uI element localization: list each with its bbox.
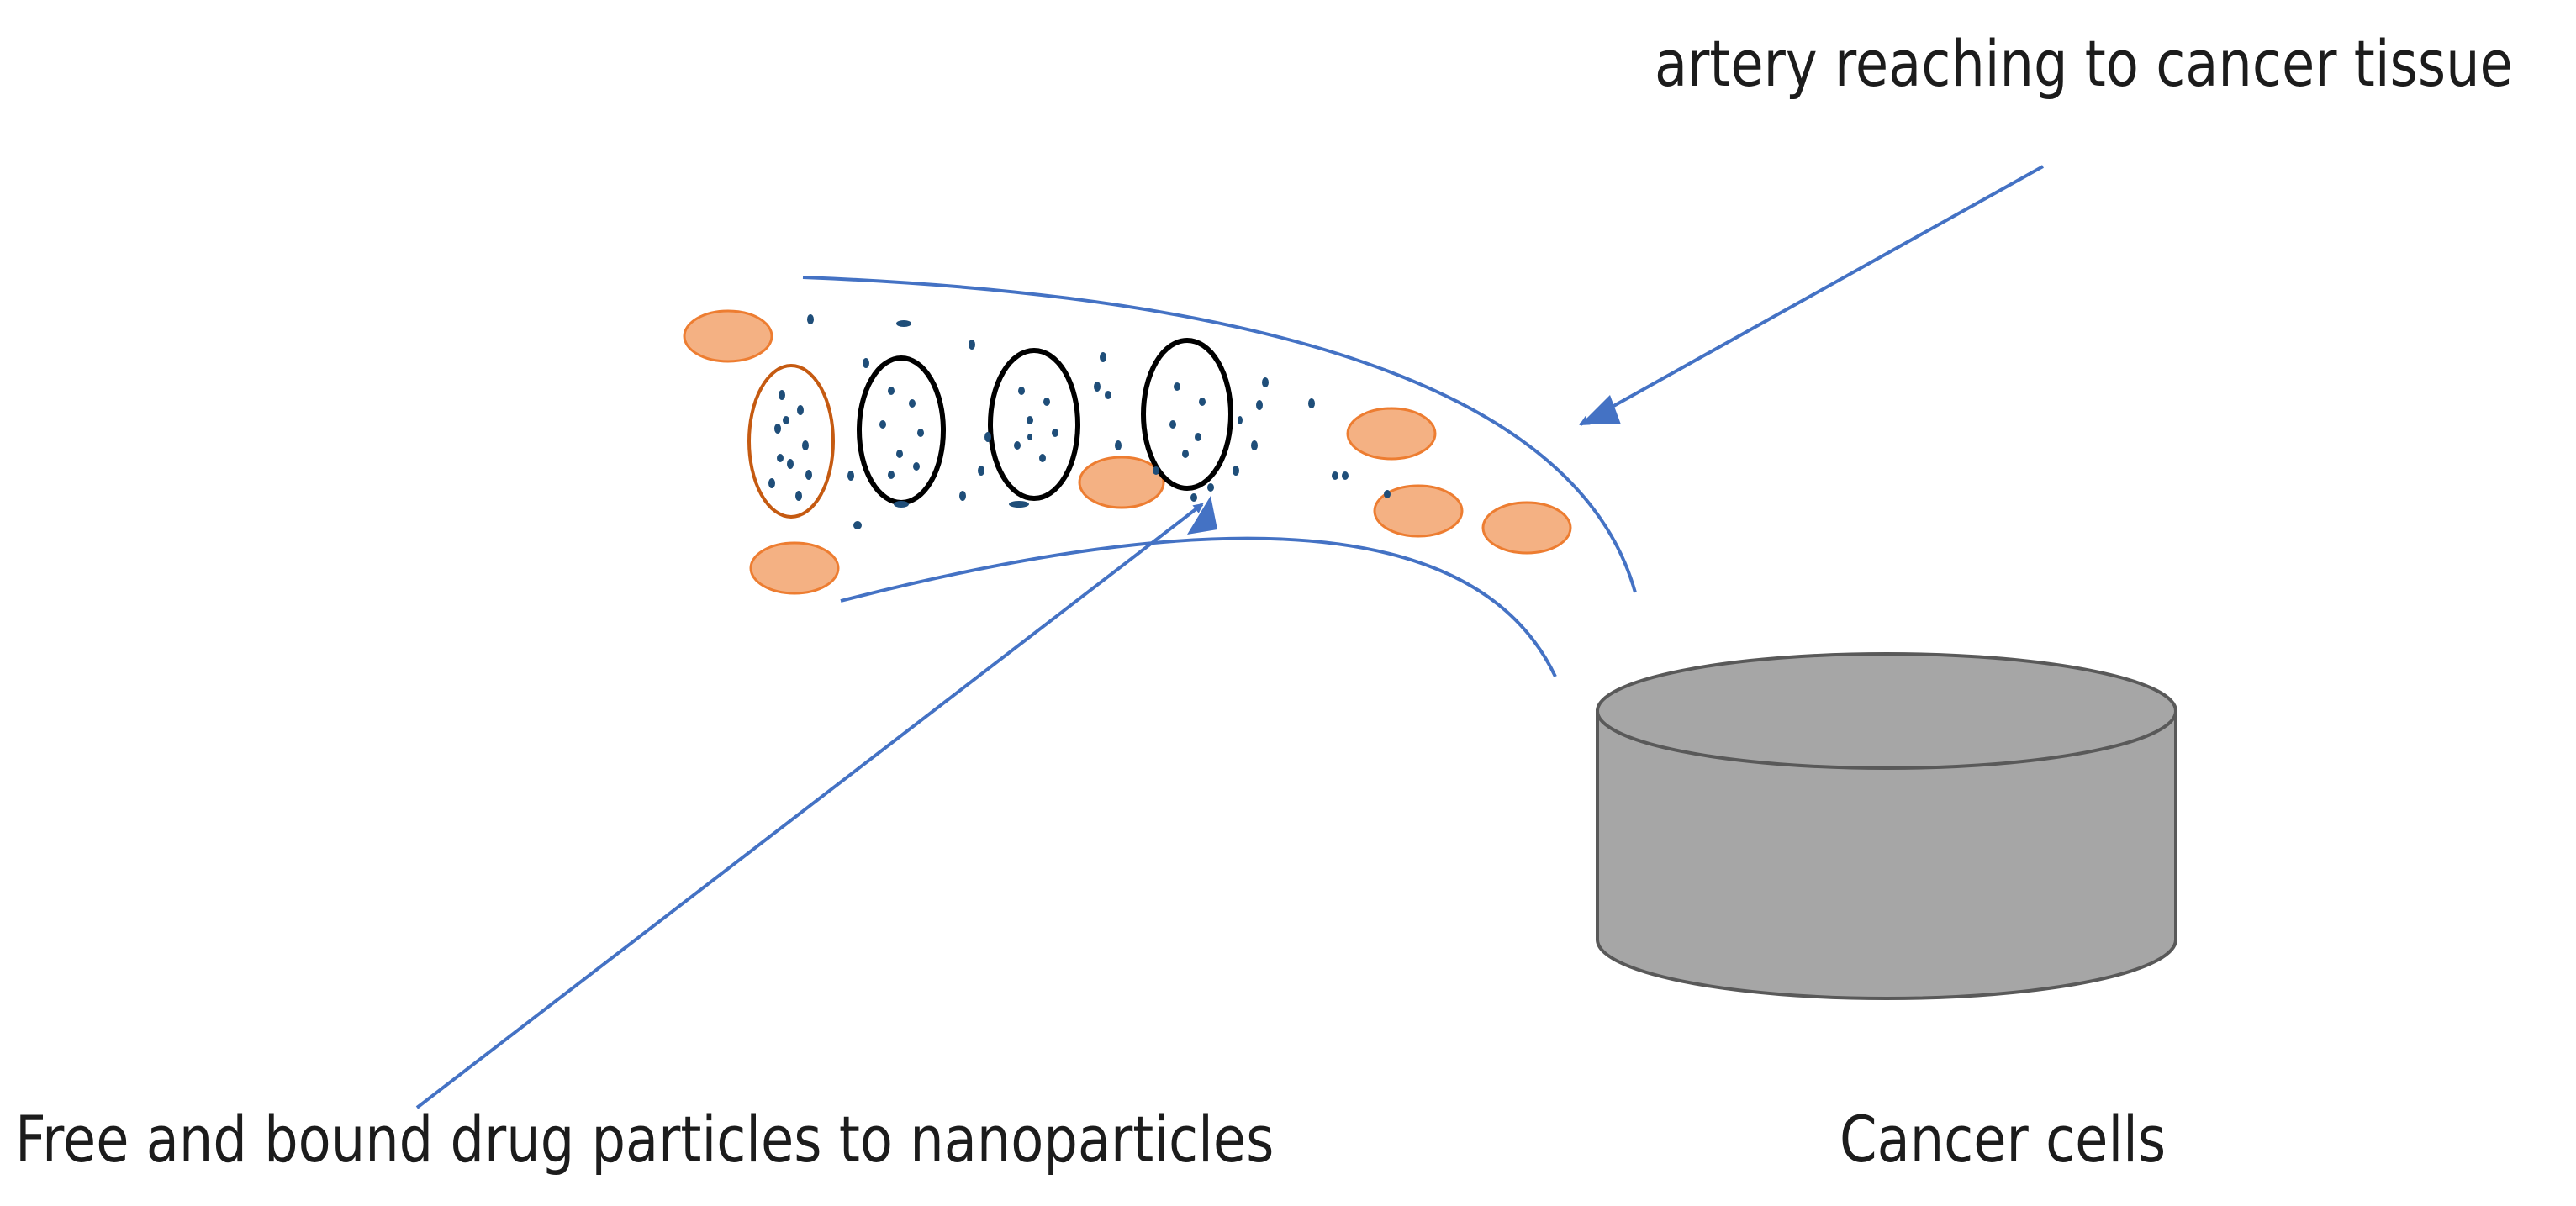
drug-particle <box>917 429 924 437</box>
artery-lower-wall <box>840 536 1557 677</box>
arrows <box>415 165 2044 1109</box>
drug-particle <box>1384 490 1391 498</box>
arrow-to-nanoparticle <box>415 503 1204 1109</box>
drug-particle <box>1100 352 1106 362</box>
drug-particle <box>978 466 984 476</box>
drug-particle <box>1262 377 1269 387</box>
red-blood-cell <box>749 541 840 595</box>
drug-particle <box>888 387 895 395</box>
drug-particle <box>894 501 909 508</box>
drug-particle <box>1009 501 1029 508</box>
drug-particle <box>807 314 814 324</box>
red-blood-cell <box>1373 484 1464 538</box>
drug-particle <box>909 399 916 408</box>
nanoparticle <box>988 348 1080 501</box>
drug-particle <box>1094 382 1101 392</box>
drug-particle <box>1207 483 1214 492</box>
drug-particle <box>795 491 802 501</box>
arrowhead-artery <box>1581 395 1621 424</box>
drug-particle <box>783 416 789 424</box>
red-blood-cell <box>1078 456 1165 509</box>
drug-particle <box>774 424 781 434</box>
artery-label: artery reaching to cancer tissue <box>1655 26 2513 101</box>
artery-upper-wall <box>802 276 1637 593</box>
arrowhead-nanoparticle <box>1187 496 1217 535</box>
drug-particle <box>896 450 903 458</box>
drug-particle <box>1174 382 1180 391</box>
drug-particles-label: Free and bound drug particles to nanopar… <box>15 1102 1275 1177</box>
cancer-cells-cylinder <box>1596 652 2177 1000</box>
drug-particle <box>853 521 862 529</box>
drug-particle <box>1018 387 1025 395</box>
drug-particle <box>1199 398 1206 406</box>
drug-particle <box>1251 440 1258 450</box>
cylinder-top <box>1596 652 2177 770</box>
drug-particle <box>1308 398 1315 408</box>
drug-particle <box>959 491 966 501</box>
arrow-to-artery <box>1579 165 2044 426</box>
drug-particle <box>1332 471 1338 480</box>
nanoparticle-orange <box>747 364 835 519</box>
drug-particle <box>768 478 775 488</box>
drug-particle <box>1052 429 1058 437</box>
drug-particle <box>863 358 869 368</box>
artery <box>802 276 1637 677</box>
drug-particle <box>1182 450 1189 458</box>
drug-particle <box>913 462 920 471</box>
drug-particle <box>1256 400 1263 410</box>
drug-particle <box>797 405 804 415</box>
drug-particle <box>1027 416 1033 424</box>
drug-particle <box>1190 493 1197 502</box>
drug-particle <box>1115 440 1122 450</box>
drug-particle <box>1342 471 1349 480</box>
drug-particle <box>1014 441 1021 450</box>
drug-particle <box>879 420 886 429</box>
drug-particle <box>984 432 991 442</box>
drug-particle <box>1233 466 1239 476</box>
drug-particle <box>805 470 812 480</box>
drug-particle <box>802 440 809 450</box>
drug-particle <box>847 471 854 481</box>
drug-particle <box>787 459 794 469</box>
drug-particle <box>888 471 895 479</box>
red-blood-cell <box>1481 501 1572 555</box>
red-blood-cell <box>1346 407 1437 461</box>
drug-particle <box>1043 398 1050 406</box>
red-blood-cells <box>683 309 1572 595</box>
drug-particle <box>779 390 785 400</box>
drug-particle <box>969 340 975 350</box>
drug-particles <box>768 314 1391 529</box>
drug-particle <box>1153 466 1159 475</box>
drug-particle <box>1195 433 1201 441</box>
drug-particle <box>1039 454 1046 462</box>
drug-particle <box>777 454 784 462</box>
drug-particle <box>1238 416 1243 424</box>
drug-particle <box>1105 391 1111 399</box>
nanoparticle <box>857 355 946 505</box>
drug-particle <box>1027 434 1032 440</box>
drug-particle <box>896 320 911 327</box>
cylinder-body <box>1596 709 2177 1000</box>
cancer-cells-label: Cancer cells <box>1840 1102 2167 1177</box>
red-blood-cell <box>683 309 773 363</box>
drug-particle <box>1169 420 1176 429</box>
nanoparticle <box>1141 338 1233 491</box>
